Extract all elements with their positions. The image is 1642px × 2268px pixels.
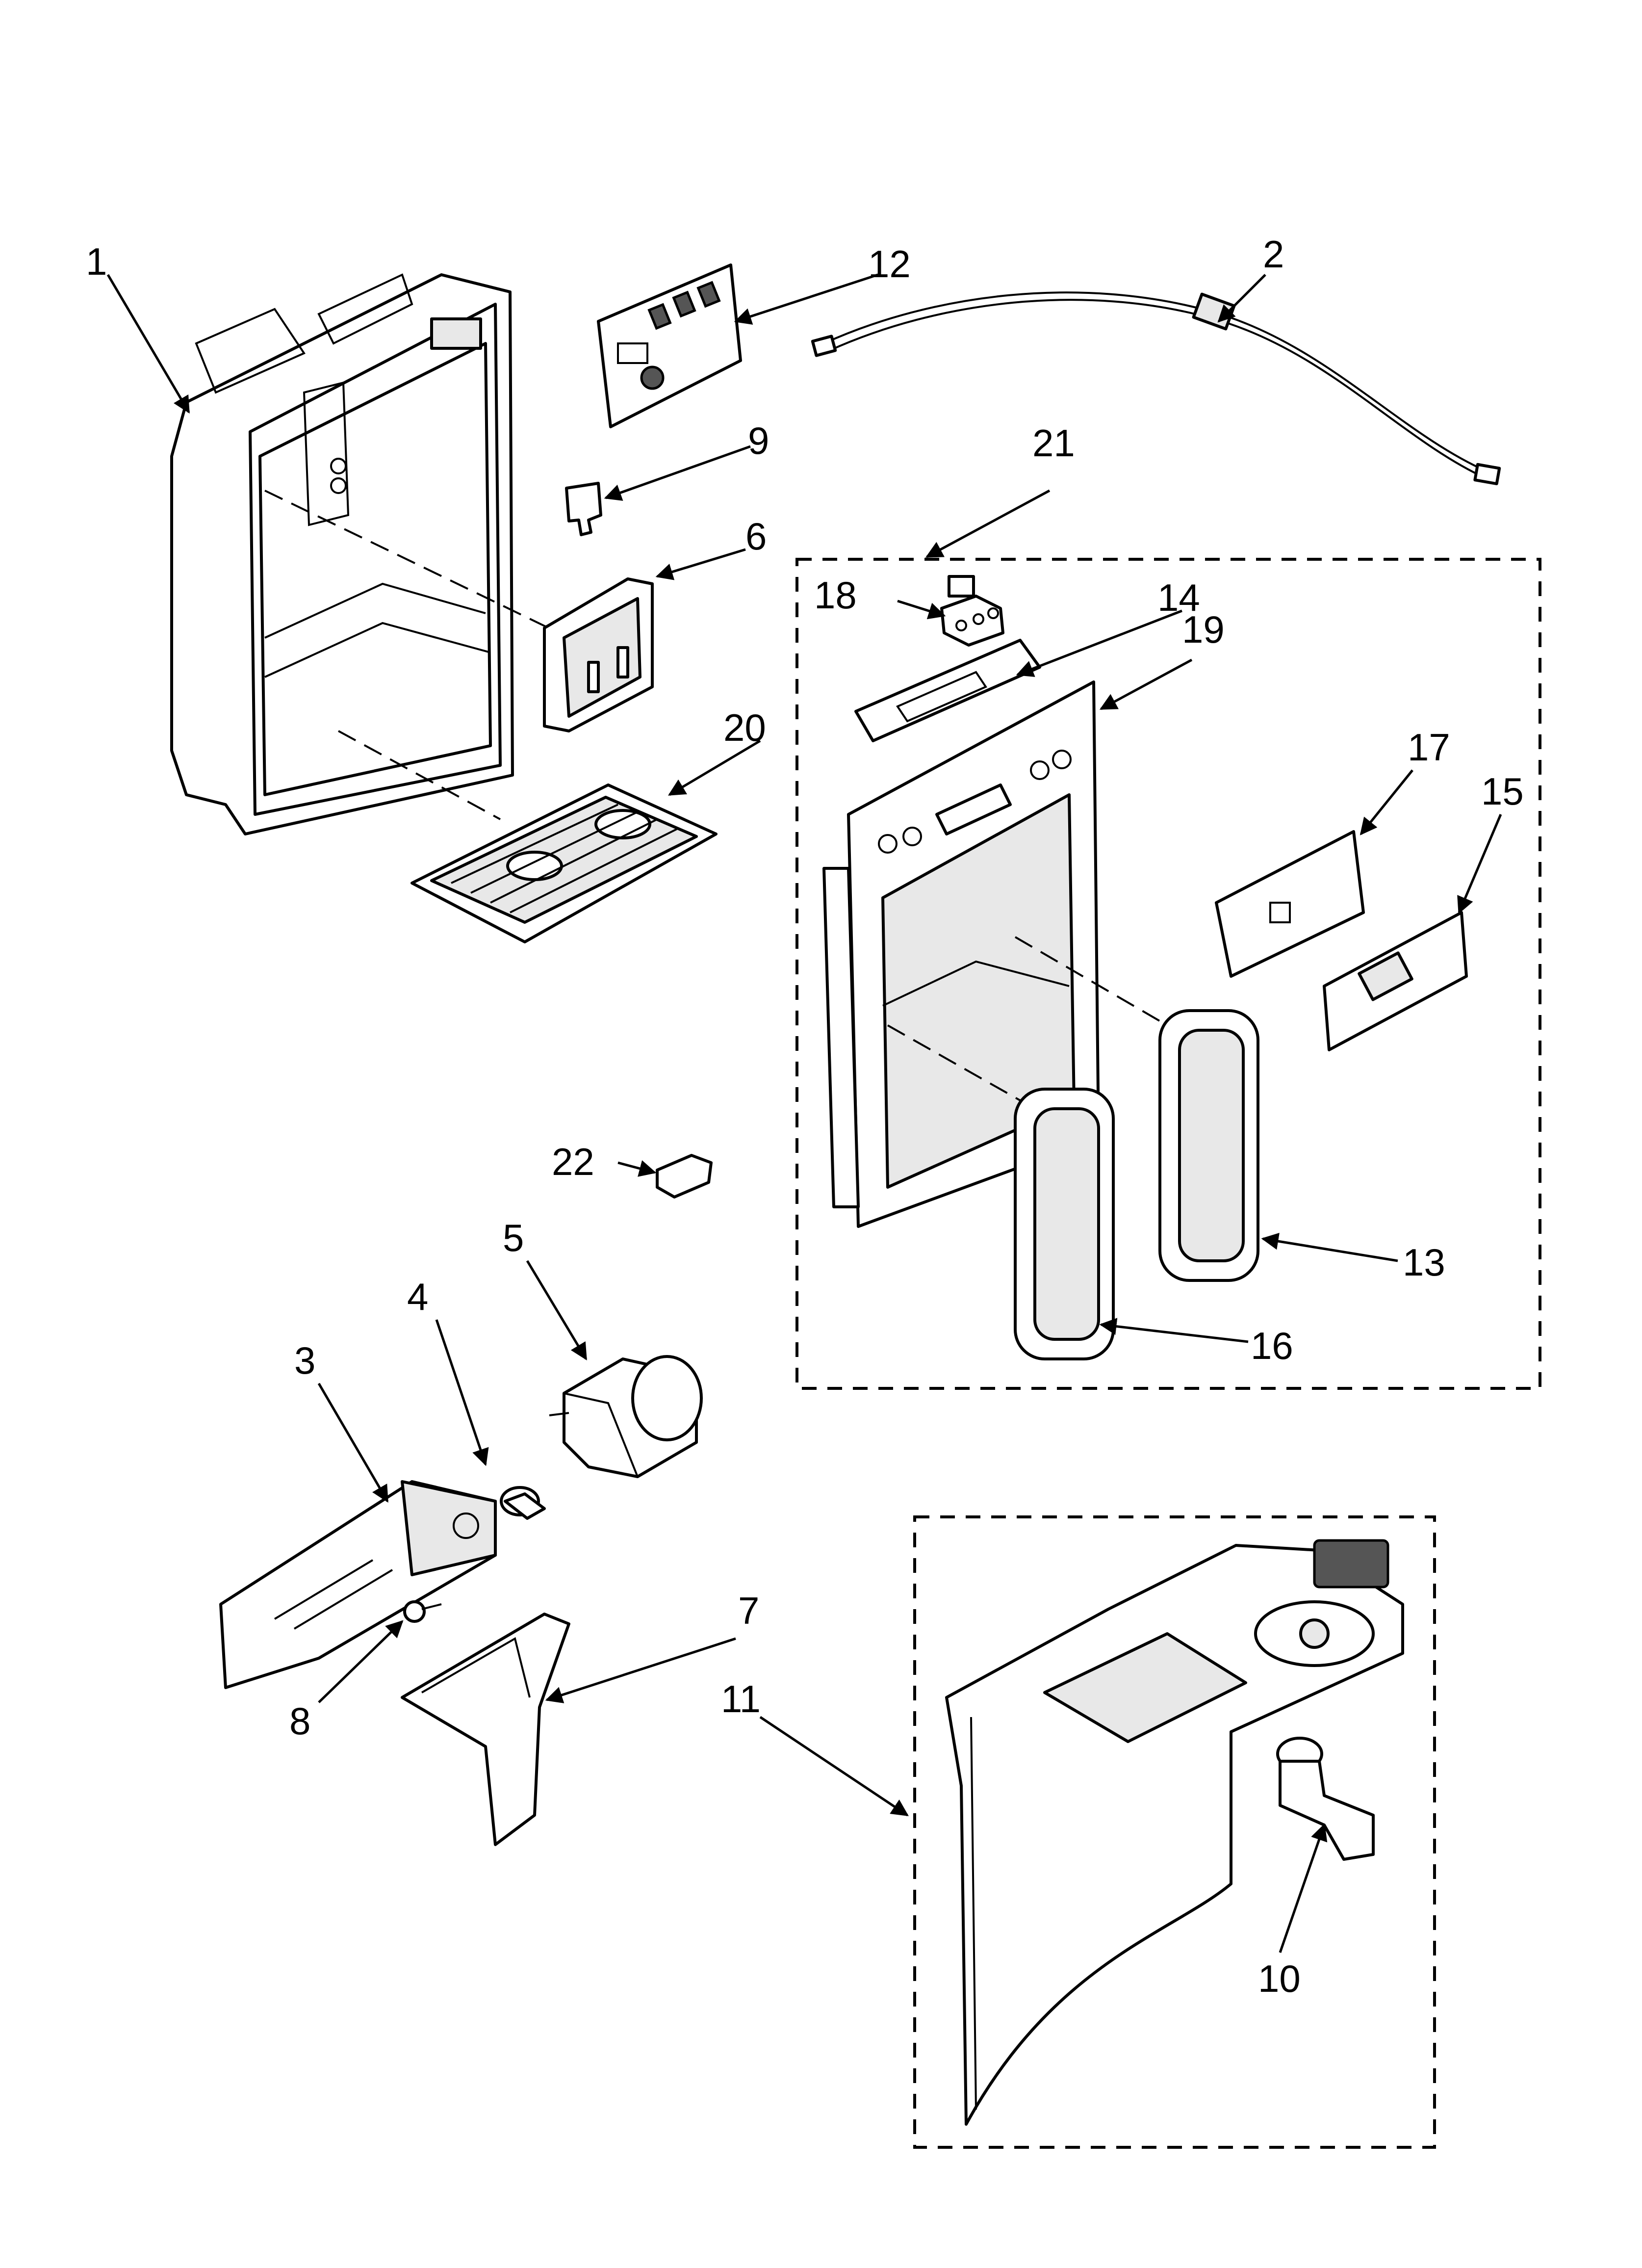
- callout-18: 18: [814, 574, 857, 617]
- callout-1: 1: [86, 240, 107, 283]
- callout-10: 10: [1258, 1957, 1301, 2000]
- callout-22: 22: [552, 1140, 594, 1183]
- part-2-wire-harness: [811, 291, 1501, 486]
- callout-5: 5: [503, 1216, 524, 1259]
- part-11-ice-chute: [945, 1539, 1404, 2126]
- part-1-housing: [170, 273, 514, 835]
- callout-8: 8: [289, 1699, 310, 1743]
- callout-9: 9: [748, 419, 769, 462]
- dash-line-1-6: [264, 490, 569, 639]
- callout-12: 12: [868, 242, 911, 286]
- callout-6: 6: [745, 515, 767, 558]
- part-22-connector: [656, 1154, 713, 1199]
- callout-20: 20: [723, 706, 766, 749]
- part-8-screw: [403, 1600, 442, 1623]
- part-9-bracket: [565, 482, 602, 536]
- part-7-lever: [401, 1613, 570, 1846]
- part-18-connector: [940, 575, 1004, 647]
- callout-14: 14: [1157, 576, 1200, 619]
- part-20-drip-tray: [410, 783, 718, 943]
- part-6-switch-cover: [543, 577, 654, 732]
- dash-line-1-20: [338, 730, 501, 820]
- part-15-board: [1323, 911, 1468, 1051]
- part-13-paddle: [1158, 1009, 1259, 1282]
- callout-17: 17: [1408, 726, 1450, 769]
- callout-19: 19: [1182, 608, 1225, 651]
- callout-11: 11: [721, 1677, 761, 1721]
- leader-lines: [106, 273, 1502, 1953]
- callout-7: 7: [738, 1589, 759, 1632]
- callout-13: 13: [1403, 1241, 1445, 1284]
- part-4-actuator: [500, 1486, 546, 1520]
- group-box-11: [913, 1515, 1436, 2149]
- part-12-control-board: [597, 263, 742, 428]
- part-3-bracket: [219, 1480, 497, 1689]
- part-10-spout: [1276, 1737, 1375, 1861]
- callout-4: 4: [407, 1275, 428, 1318]
- part-19-faceplate: [822, 680, 1100, 1228]
- part-16-paddle: [1014, 1088, 1115, 1360]
- part-17-bracket: [1215, 830, 1365, 978]
- group-box-21: [795, 558, 1541, 1390]
- callout-labels: 1 2 3 4 5 6 7 8 9 10 11 12 13 14 15 16 1…: [86, 233, 1524, 2000]
- callout-16: 16: [1251, 1324, 1293, 1367]
- callout-15: 15: [1481, 770, 1524, 813]
- callout-2: 2: [1263, 233, 1284, 276]
- callout-21: 21: [1032, 421, 1075, 465]
- part-5-motor: [549, 1355, 703, 1478]
- callout-3: 3: [294, 1339, 315, 1382]
